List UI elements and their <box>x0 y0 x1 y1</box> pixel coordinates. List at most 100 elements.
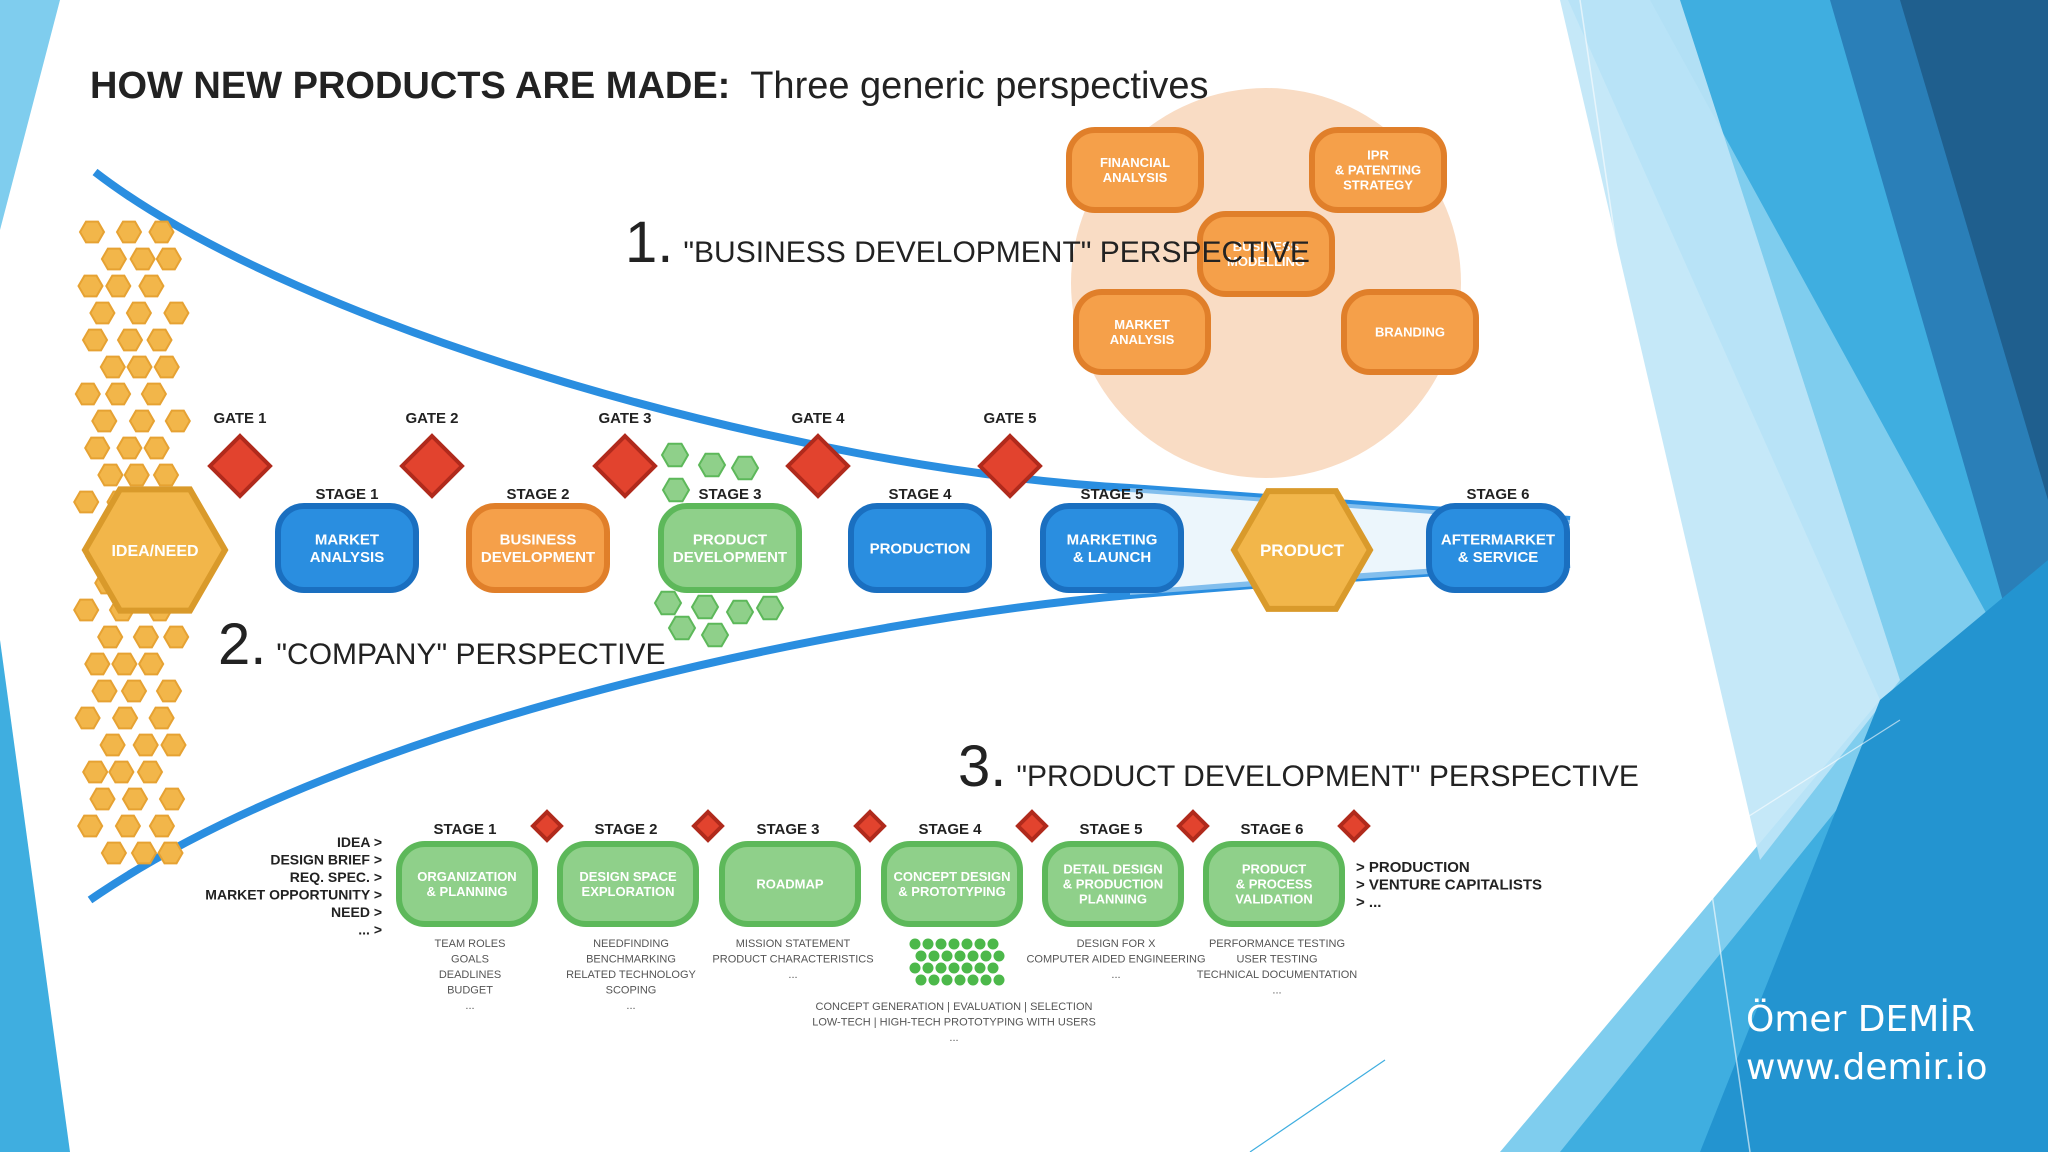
product-stage-box <box>396 841 538 927</box>
gate-diamond <box>785 433 851 499</box>
idea-hex-dot <box>164 409 191 433</box>
company-stage-number: STAGE 6 <box>1466 486 1529 503</box>
idea-hex-dot <box>99 355 126 379</box>
product-stage-number: STAGE 6 <box>1240 821 1303 838</box>
company-stage-label-line: DEVELOPMENT <box>481 549 595 566</box>
concept-dot <box>974 938 986 950</box>
idea-hex-dot <box>74 382 101 406</box>
idea-hex-dot <box>116 328 144 352</box>
product-stage-label-line: & PLANNING <box>427 884 508 899</box>
idea-hex-dot <box>160 733 187 757</box>
product-stage-note: MISSION STATEMENT <box>736 938 851 950</box>
bubble-box-label-line: MARKET <box>1114 317 1170 332</box>
idea-hex-dot <box>138 274 165 298</box>
product-stage-note: USER TESTING <box>1236 954 1317 966</box>
product-stage-label-line: ORGANIZATION <box>417 869 516 884</box>
bubble-box <box>1197 211 1335 297</box>
input-item: REQ. SPEC. > <box>290 869 382 885</box>
product-stage-note: GOALS <box>451 954 489 966</box>
idea-hex-dot <box>91 409 118 433</box>
output-item: > PRODUCTION <box>1356 859 1470 876</box>
green-hex-dot <box>661 477 691 503</box>
company-stage-box <box>466 503 610 593</box>
concept-dot <box>967 950 979 962</box>
idea-hex-dot <box>91 679 118 703</box>
product-stage-note: ... <box>626 1000 635 1012</box>
output-item: > VENTURE CAPITALISTS <box>1356 877 1542 894</box>
green-hex-dot <box>653 590 683 616</box>
product-stage-label-line: EXPLORATION <box>582 884 675 899</box>
product-stage-label-line: DETAIL DESIGN <box>1063 862 1162 877</box>
output-list: > PRODUCTION> VENTURE CAPITALISTS> ... <box>1356 859 1542 911</box>
gate-diamond <box>592 433 658 499</box>
perspective-2-label: 2."COMPANY" PERSPECTIVE <box>218 612 666 677</box>
idea-hex-dot <box>140 382 168 406</box>
slide-title: HOW NEW PRODUCTS ARE MADE: Three generic… <box>90 65 1209 107</box>
idea-hex-dot <box>120 679 148 703</box>
concept-dot <box>928 974 940 986</box>
product-stage-label-line: & PRODUCTION <box>1063 877 1163 892</box>
green-hex-dot <box>700 622 730 648</box>
idea-hex-dot <box>163 625 190 649</box>
idea-hex-dot <box>111 706 139 730</box>
idea-hex-dot <box>105 274 132 298</box>
idea-hex-dot <box>116 436 143 460</box>
concept-dot <box>980 950 992 962</box>
idea-hex-dot <box>100 841 128 865</box>
gate-diamond <box>207 433 273 499</box>
idea-hex-dot <box>78 220 106 244</box>
concept-dot <box>915 974 927 986</box>
idea-hex-dot <box>89 787 116 811</box>
perspective-1-label: 1."BUSINESS DEVELOPMENT" PERSPECTIVE <box>625 210 1310 275</box>
idea-hex-dot <box>99 733 126 757</box>
product-stage-box <box>881 841 1023 927</box>
product-stage-note: COMPUTER AIDED ENGINEERING <box>1026 954 1205 966</box>
title-bold: HOW NEW PRODUCTS ARE MADE: <box>90 65 730 107</box>
product-stage-note: ... <box>465 1000 474 1012</box>
product-stage-note: BUDGET <box>447 985 493 997</box>
idea-hex-dot <box>126 355 153 379</box>
idea-hex-dot <box>89 301 116 325</box>
concept-dot <box>941 974 953 986</box>
idea-hex-dot <box>84 436 111 460</box>
company-stage-label-line: & LAUNCH <box>1073 549 1151 566</box>
product-gate-diamond <box>853 809 887 843</box>
idea-hex-dot <box>115 220 143 244</box>
concept-dot <box>967 974 979 986</box>
concept-dot <box>993 974 1005 986</box>
green-hex-dot <box>667 615 697 641</box>
concept-dot <box>935 938 947 950</box>
idea-hex-dot <box>155 247 182 271</box>
bubble-box-label-line: & PATENTING <box>1335 163 1421 178</box>
product-stage-number: STAGE 1 <box>433 821 496 838</box>
idea-hex-dot <box>73 490 100 514</box>
company-stage-number: STAGE 1 <box>315 486 378 503</box>
title-regular: Three generic perspectives <box>750 65 1208 107</box>
idea-hex-dot <box>146 328 173 352</box>
company-stage-box <box>1426 503 1570 593</box>
perspective-3-label: 3."PRODUCT DEVELOPMENT" PERSPECTIVE <box>958 734 1639 799</box>
product-stage-label-line: PRODUCT <box>1242 862 1306 877</box>
company-stage-box <box>658 503 802 593</box>
product-gate-diamond <box>1176 809 1210 843</box>
author-name: Ömer DEMİR <box>1746 999 1975 1040</box>
concept-dot <box>909 938 921 950</box>
idea-hex-dot <box>125 301 153 325</box>
input-item: ... > <box>358 922 382 938</box>
input-item: DESIGN BRIEF > <box>270 852 382 868</box>
concept-dot <box>980 974 992 986</box>
product-hex-label: PRODUCT <box>1260 541 1345 560</box>
concept-dot <box>935 962 947 974</box>
concept-dot <box>909 962 921 974</box>
company-stage-label-line: BUSINESS <box>500 532 577 549</box>
bubble-box-label-line: IPR <box>1367 148 1389 163</box>
green-hex-dot <box>730 455 760 481</box>
bubble-box-label-line: BUSINESS <box>1233 239 1300 254</box>
bubble-box-label-line: ANALYSIS <box>1110 332 1175 347</box>
bubble-box-label-line: FINANCIAL <box>1100 155 1170 170</box>
green-hex-dot <box>660 442 690 468</box>
concept-notes: CONCEPT GENERATION | EVALUATION | SELECT… <box>812 1001 1096 1044</box>
